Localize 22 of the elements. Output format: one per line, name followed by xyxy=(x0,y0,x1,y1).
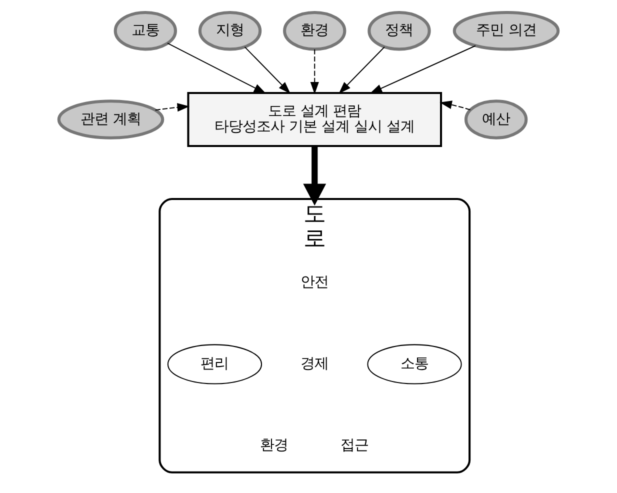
node-ellipse: 지형 xyxy=(198,10,262,51)
arrow xyxy=(155,103,190,112)
node-ellipse: 환경 xyxy=(283,10,346,51)
label: 경제 xyxy=(300,356,329,372)
node-box: 도로 설계 편람 타당성조사 기본 설계 실시 설계 xyxy=(187,92,442,148)
label: 접근 xyxy=(340,438,368,454)
node-ellipse: 예산 xyxy=(464,100,528,140)
node-ellipse: 소통 xyxy=(367,344,462,384)
arrow xyxy=(167,42,266,94)
label: 안전 xyxy=(300,274,329,290)
node-ellipse: 교통 xyxy=(114,10,178,51)
node-ellipse: 주민 의견 xyxy=(452,10,560,51)
label: 환경 xyxy=(260,438,288,454)
arrow xyxy=(440,100,470,110)
arrow xyxy=(310,49,319,94)
node-ellipse: 관련 계획 xyxy=(57,100,164,140)
arrow xyxy=(244,46,291,94)
arrow xyxy=(338,46,385,94)
node-ellipse: 편리 xyxy=(167,344,262,384)
arrow xyxy=(370,45,476,94)
node-ellipse: 정책 xyxy=(368,10,431,51)
arrow xyxy=(303,146,326,206)
